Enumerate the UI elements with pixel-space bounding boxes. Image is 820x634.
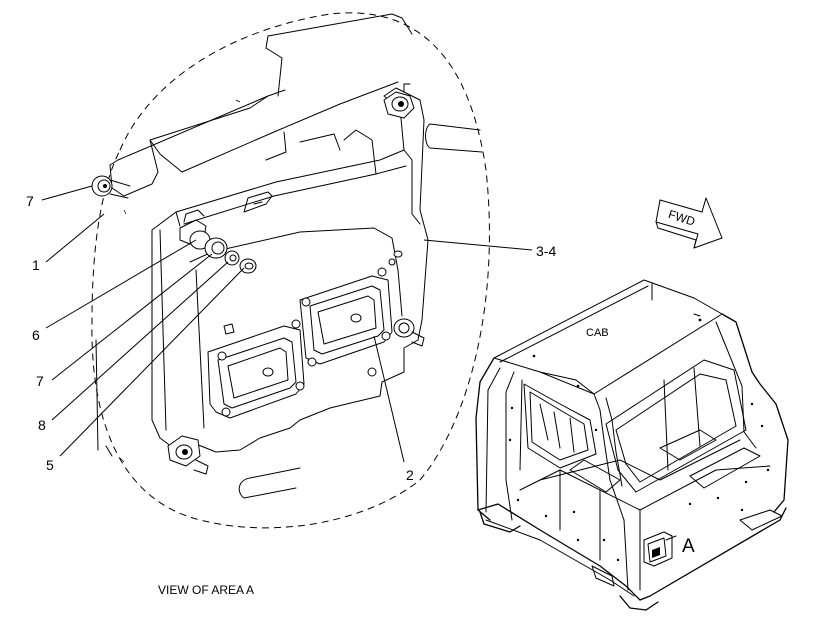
callout-7-top: 7: [26, 193, 34, 209]
cover-right: [299, 267, 393, 377]
detail-view: 7 1 6 7 8 5 2 3-4 VIEW OF AREA A: [26, 12, 556, 597]
area-a-marker: A: [682, 536, 695, 557]
housing: [95, 13, 483, 499]
callout-3-4: 3-4: [536, 243, 556, 259]
callout-5: 5: [46, 457, 54, 473]
area-a-component: A: [643, 531, 695, 567]
isolator-top-left: [91, 175, 131, 199]
cover-left: [207, 319, 305, 419]
leader-lines: [41, 185, 533, 463]
forward-arrow: FWD: [655, 197, 723, 249]
isolator-top-right: [383, 83, 415, 119]
cab-label: CAB: [586, 327, 609, 339]
callout-2: 2: [406, 467, 414, 483]
callouts: 7 1 6 7 8 5 2 3-4: [26, 193, 556, 483]
callout-7-mid: 7: [36, 373, 44, 389]
view-caption: VIEW OF AREA A: [158, 583, 254, 597]
isolator-bottom-left: [167, 435, 209, 475]
callout-1: 1: [32, 257, 40, 273]
isolator-right: [393, 318, 425, 347]
detail-boundary: [91, 12, 490, 529]
callout-6: 6: [32, 327, 40, 343]
mounting-plate: [151, 87, 429, 453]
fastener-stack: [179, 209, 257, 274]
callout-8: 8: [38, 417, 46, 433]
cab-overview: CAB: [475, 279, 789, 611]
